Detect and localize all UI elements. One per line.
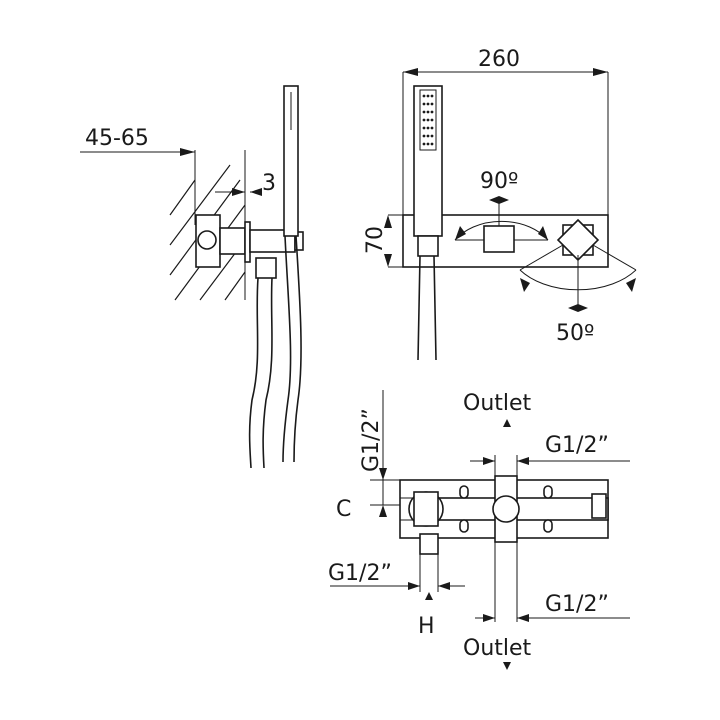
rotation-arc-50 xyxy=(519,269,637,291)
gap-label: 3 xyxy=(262,171,276,196)
outlet-top-label: Outlet xyxy=(463,391,532,416)
thread-left-top-label: G1/2” xyxy=(359,408,384,472)
outlet-bottom-arrow xyxy=(503,662,511,670)
outlet-top-arrow xyxy=(503,419,511,427)
wall-depth-label: 45-65 xyxy=(85,126,149,151)
hose-connector xyxy=(255,257,277,279)
side-view: 45-65 3 xyxy=(80,85,304,469)
thread-left-bottom-label: G1/2” xyxy=(328,561,392,586)
hand-shower xyxy=(283,85,299,237)
hose xyxy=(248,277,259,469)
thread-right-top-label: G1/2” xyxy=(545,433,609,458)
front-view: 260 70 90º xyxy=(363,47,637,361)
thread-right-bottom-label: G1/2” xyxy=(545,592,609,617)
height-label: 70 xyxy=(363,226,388,254)
hot-label: H xyxy=(418,614,435,639)
rotation-upper-label: 90º xyxy=(480,169,518,194)
diverter-lever xyxy=(483,225,515,253)
outlet-bottom-label: Outlet xyxy=(463,636,532,661)
valve-knob xyxy=(197,230,217,250)
cold-label: C xyxy=(336,497,351,522)
rotation-lower-label: 50º xyxy=(556,321,594,346)
plan-view: Outlet Outlet G1/2” C xyxy=(328,390,630,670)
spray-nozzles xyxy=(422,94,434,146)
hand-shower-front xyxy=(413,85,443,237)
width-label: 260 xyxy=(478,47,520,72)
